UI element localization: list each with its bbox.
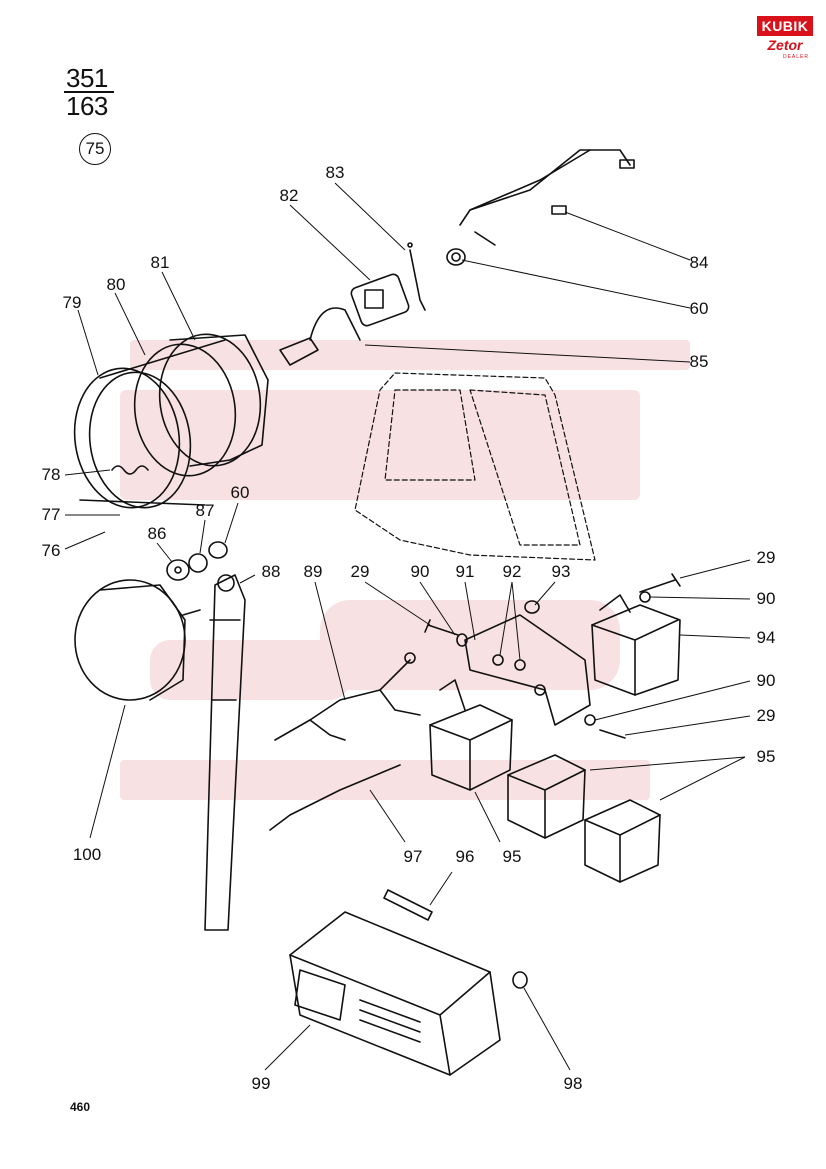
fraction-bar — [64, 91, 114, 93]
callout-95-right: 95 — [756, 747, 776, 766]
callout-90-left: 90 — [410, 562, 430, 581]
callout-76: 76 — [41, 541, 61, 560]
callout-77: 77 — [41, 505, 61, 524]
headlamp-assembly — [73, 333, 269, 509]
callout-90-lower: 90 — [756, 671, 776, 690]
callout-99: 99 — [251, 1074, 271, 1093]
washers-set — [166, 541, 228, 581]
callout-29-right: 29 — [756, 548, 776, 567]
callout-96: 96 — [455, 847, 475, 866]
bulb-96 — [383, 889, 433, 921]
callout-86: 86 — [147, 524, 167, 543]
callout-93: 93 — [551, 562, 571, 581]
cable-97 — [269, 764, 401, 831]
page-ref-denominator: 163 — [66, 91, 108, 121]
callout-60-top: 60 — [689, 299, 709, 318]
callout-87: 87 — [195, 501, 215, 520]
work-lamp-100 — [74, 579, 201, 701]
grommet-60 — [446, 248, 466, 266]
cable-89 — [274, 652, 421, 741]
callout-91: 91 — [455, 562, 475, 581]
logo-tagline: DEALER — [782, 54, 809, 60]
page-ref-numerator: 351 — [66, 63, 108, 93]
logo-brand: KUBIK — [757, 16, 813, 36]
callout-81: 81 — [150, 253, 170, 272]
callout-60-mid: 60 — [230, 483, 250, 502]
relay-bracket-91 — [464, 614, 591, 726]
callout-84: 84 — [689, 253, 709, 272]
bulb-holder — [279, 242, 426, 366]
leader-lines — [64, 182, 751, 1071]
callout-78: 78 — [41, 465, 61, 484]
cable-harness-84 — [459, 149, 635, 246]
grommet-98 — [512, 971, 528, 989]
callout-83: 83 — [325, 163, 345, 182]
page-number: 460 — [70, 1100, 91, 1114]
callout-97: 97 — [403, 847, 423, 866]
group-number-badge: 75 — [79, 133, 111, 165]
callout-29-left: 29 — [350, 562, 370, 581]
callout-88: 88 — [261, 562, 281, 581]
cab-frame — [354, 372, 596, 561]
logo-subbrand: Zetor — [767, 37, 803, 53]
callout-90-right: 90 — [756, 589, 776, 608]
callout-80: 80 — [106, 275, 126, 294]
callout-95-bottom: 95 — [502, 847, 522, 866]
callout-79: 79 — [62, 293, 82, 312]
callout-100: 100 — [72, 845, 102, 864]
kubik-zetor-logo: KUBIK Zetor DEALER — [757, 16, 813, 70]
relays — [429, 594, 681, 883]
callout-29-lower: 29 — [756, 706, 776, 725]
callout-82: 82 — [279, 186, 299, 205]
rear-lamp-99 — [289, 911, 501, 1076]
callout-98: 98 — [563, 1074, 583, 1093]
callout-85: 85 — [689, 352, 709, 371]
screws — [424, 573, 681, 739]
mounting-arm-88 — [204, 574, 246, 931]
callout-89: 89 — [303, 562, 323, 581]
watermark — [120, 340, 690, 800]
callout-92: 92 — [502, 562, 522, 581]
callout-94: 94 — [756, 628, 776, 647]
